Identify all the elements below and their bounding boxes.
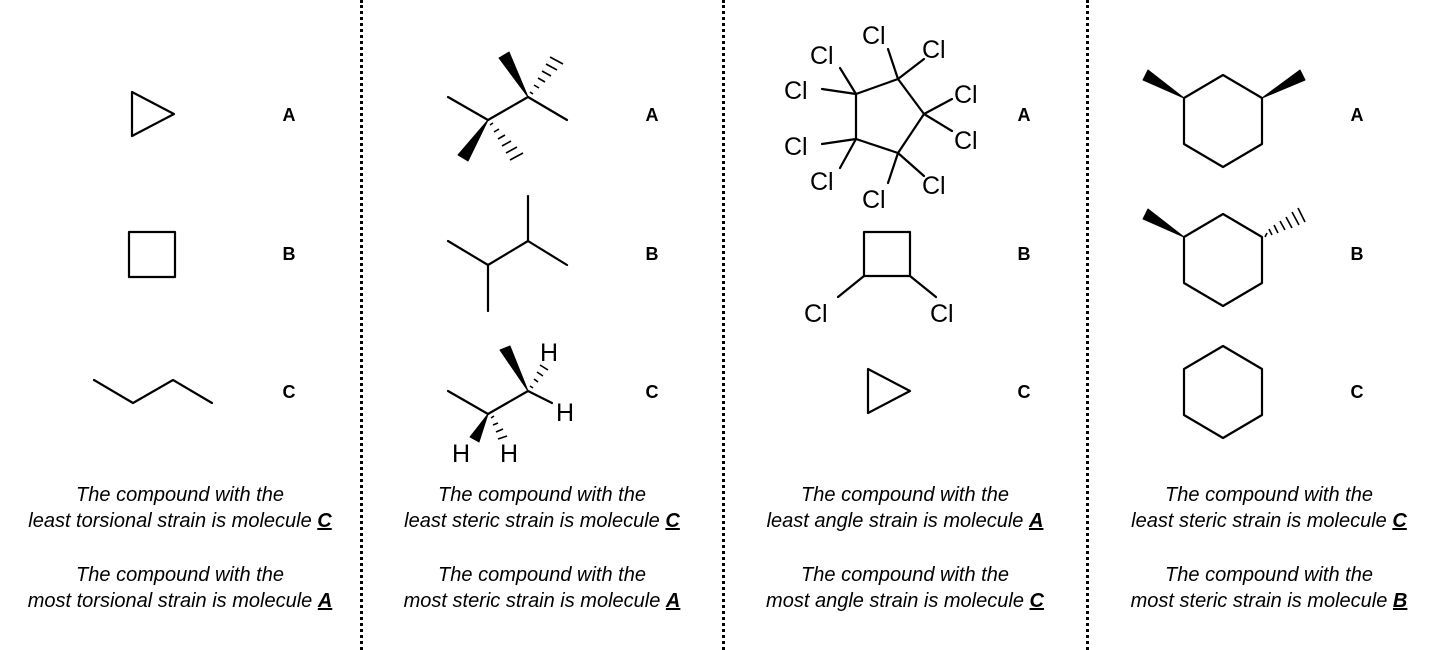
atom-label-cl: Cl [810,168,834,196]
statement-line2: least steric strain is molecule C [362,508,722,534]
statement-line1: The compound with the [801,484,1009,506]
hashed-bond [529,56,564,95]
panel1-label-a: A [282,105,296,125]
atom-label-h: H [556,399,574,427]
panel2-label-c: C [645,382,659,402]
atom-label-cl: Cl [954,127,978,155]
panel3-label-a: A [1017,105,1031,125]
panel2-molecule-c-ethane: H H H H [446,339,574,468]
atom-label-cl: Cl [804,300,828,328]
panel2-statement-most: The compound with the most steric strain… [362,562,722,614]
panel2-statement-least: The compound with the least steric strai… [362,482,722,534]
panel4-label-a: A [1350,105,1364,125]
panel4-molecule-c-cyclohexane [1182,344,1264,440]
divider-2 [722,0,725,650]
statement-text: most torsional strain is molecule [27,590,313,612]
answer-letter: A [665,590,681,612]
atom-label-h: H [452,440,470,468]
atom-label-cl: Cl [784,77,808,105]
statement-line2: most steric strain is molecule B [1089,588,1432,614]
statement-text: least steric strain is molecule [1131,510,1387,532]
answer-letter: C [1392,510,1407,532]
atom-label-cl: Cl [862,22,886,50]
panel4-molecule-a-cis-dimethylcyclohexane [1142,69,1306,169]
atom-label-h: H [540,339,558,367]
statement-line1: The compound with the [1165,564,1373,586]
statement-line1: The compound with the [438,564,646,586]
panel1-statement-most: The compound with the most torsional str… [0,562,360,614]
atom-label-cl: Cl [862,186,886,214]
hashed-bond [1264,207,1306,238]
panel2-label-a: A [645,105,659,125]
atom-label-cl: Cl [784,133,808,161]
panel1-molecule-c-butane [92,378,214,405]
panel4-statement-least: The compound with the least steric strai… [1089,482,1432,534]
hashed-bond [490,415,508,440]
statement-text: most steric strain is molecule [403,590,661,612]
atom-label-h: H [500,440,518,468]
statement-line2: least angle strain is molecule A [725,508,1085,534]
panel4-molecule-b-trans-dimethylcyclohexane [1142,207,1306,308]
hashed-bond [529,364,549,389]
statement-line1: The compound with the [1165,484,1373,506]
statement-text: least angle strain is molecule [766,510,1024,532]
answer-letter: C [1029,590,1044,612]
hashed-bond [489,122,524,161]
statement-line2: most steric strain is molecule A [362,588,722,614]
panel4-statement-most: The compound with the most steric strain… [1089,562,1432,614]
panel2-molecule-b-dimethylbutane [446,194,569,313]
statement-line2: least torsional strain is molecule C [0,508,360,534]
statement-text: least torsional strain is molecule [28,510,312,532]
divider-1 [360,0,363,650]
statement-text: least steric strain is molecule [404,510,660,532]
panel1-molecule-b-cyclobutane [127,230,177,279]
atom-label-cl: Cl [954,81,978,109]
panel1-label-c: C [282,382,296,402]
panel3-molecule-c-cyclopropane [866,367,912,415]
answer-letter: B [1392,590,1408,612]
panel1-statement-least: The compound with the least torsional st… [0,482,360,534]
panel3-label-c: C [1017,382,1031,402]
atom-label-cl: Cl [930,300,954,328]
answer-letter: A [1028,510,1044,532]
statement-line2: most angle strain is molecule C [725,588,1085,614]
panel4-label-b: B [1350,244,1364,264]
statement-line1: The compound with the [76,564,284,586]
statement-line2: least steric strain is molecule C [1089,508,1432,534]
answer-letter: C [665,510,680,532]
panel3-molecule-b-dichlorocyclobutane: Cl Cl [804,230,954,328]
panel1-molecule-a-cyclopropane [130,90,176,138]
statement-text: most steric strain is molecule [1130,590,1388,612]
panel3-label-b: B [1017,244,1031,264]
statement-line1: The compound with the [438,484,646,506]
panel1-label-b: B [282,244,296,264]
atom-label-cl: Cl [810,42,834,70]
answer-letter: A [317,590,333,612]
statement-text: most angle strain is molecule [766,590,1024,612]
panel4-label-c: C [1350,382,1364,402]
statement-line1: The compound with the [801,564,1009,586]
panel3-statement-least: The compound with the least angle strain… [725,482,1085,534]
statement-line2: most torsional strain is molecule A [0,588,360,614]
panel3-molecule-a-decachlorocyclopentane: Cl Cl Cl Cl Cl Cl Cl Cl Cl Cl [784,22,978,214]
statement-line1: The compound with the [76,484,284,506]
divider-3 [1086,0,1089,650]
atom-label-cl: Cl [922,172,946,200]
atom-label-cl: Cl [922,36,946,64]
answer-letter: C [317,510,332,532]
panel2-label-b: B [645,244,659,264]
panel3-statement-most: The compound with the most angle strain … [725,562,1085,614]
panel2-molecule-a-tetramethylbutane [446,51,569,162]
